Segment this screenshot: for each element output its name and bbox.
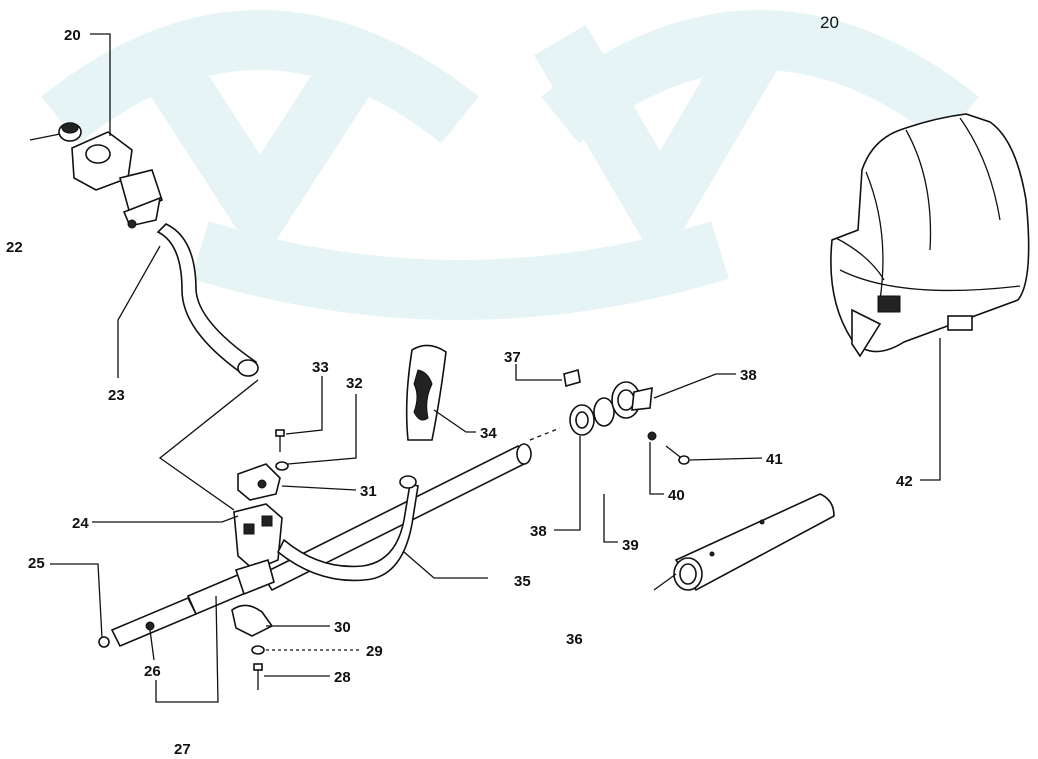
- lower-washer-part: [251, 645, 265, 655]
- throttle-cable-tube-part: [156, 223, 259, 377]
- lower-clamp-part: [231, 604, 274, 637]
- callout-38a: 38: [740, 367, 757, 384]
- harness-part: [830, 113, 1030, 358]
- protective-sleeve-part: [673, 493, 835, 592]
- upper-screw-part: [563, 368, 581, 388]
- leader-lines: [50, 33, 941, 703]
- callout-20b: 20: [820, 13, 839, 32]
- callout-37: 37: [504, 349, 521, 366]
- callout-40: 40: [668, 487, 685, 504]
- callout-29: 29: [366, 643, 383, 660]
- nut-part: [647, 431, 657, 441]
- clamp-half-rear-part: [569, 404, 595, 436]
- callout-20a: 20: [64, 27, 81, 44]
- handle-clamp-part: [233, 503, 283, 571]
- long-bolt-part: [665, 445, 690, 465]
- callout-33: 33: [312, 359, 329, 376]
- callout-28: 28: [334, 669, 351, 686]
- callout-31: 31: [360, 483, 377, 500]
- bolt-part: [275, 429, 285, 452]
- washer-part: [275, 461, 289, 471]
- callout-22: 22: [6, 239, 23, 256]
- clamp-block-part: [237, 463, 281, 501]
- callout-26: 26: [144, 663, 161, 680]
- callout-32: 32: [346, 375, 363, 392]
- drive-shaft-part: [98, 558, 275, 648]
- callout-labels: 20 20 22 23 24 25 26 27 28 29 30 31 32 3…: [6, 13, 913, 758]
- callout-24: 24: [72, 515, 89, 532]
- throttle-housing-part: [71, 131, 163, 229]
- grip-part: [405, 344, 447, 441]
- callout-41: 41: [766, 451, 783, 468]
- clamp-half-front-part: [611, 381, 653, 419]
- callout-25: 25: [28, 555, 45, 572]
- lower-screw-part: [253, 663, 263, 690]
- callout-36: 36: [566, 631, 583, 648]
- knob-part: [29, 122, 82, 142]
- callout-35: 35: [514, 573, 531, 590]
- callout-38b: 38: [530, 523, 547, 540]
- callout-34: 34: [480, 425, 497, 442]
- callout-39: 39: [622, 537, 639, 554]
- bent-handle-tube-part: [276, 475, 419, 582]
- callout-27: 27: [174, 741, 191, 758]
- callout-42: 42: [896, 473, 913, 490]
- callout-30: 30: [334, 619, 351, 636]
- callout-23: 23: [108, 387, 125, 404]
- clamp-ring-part: [593, 397, 615, 427]
- background-watermark: [41, 10, 979, 320]
